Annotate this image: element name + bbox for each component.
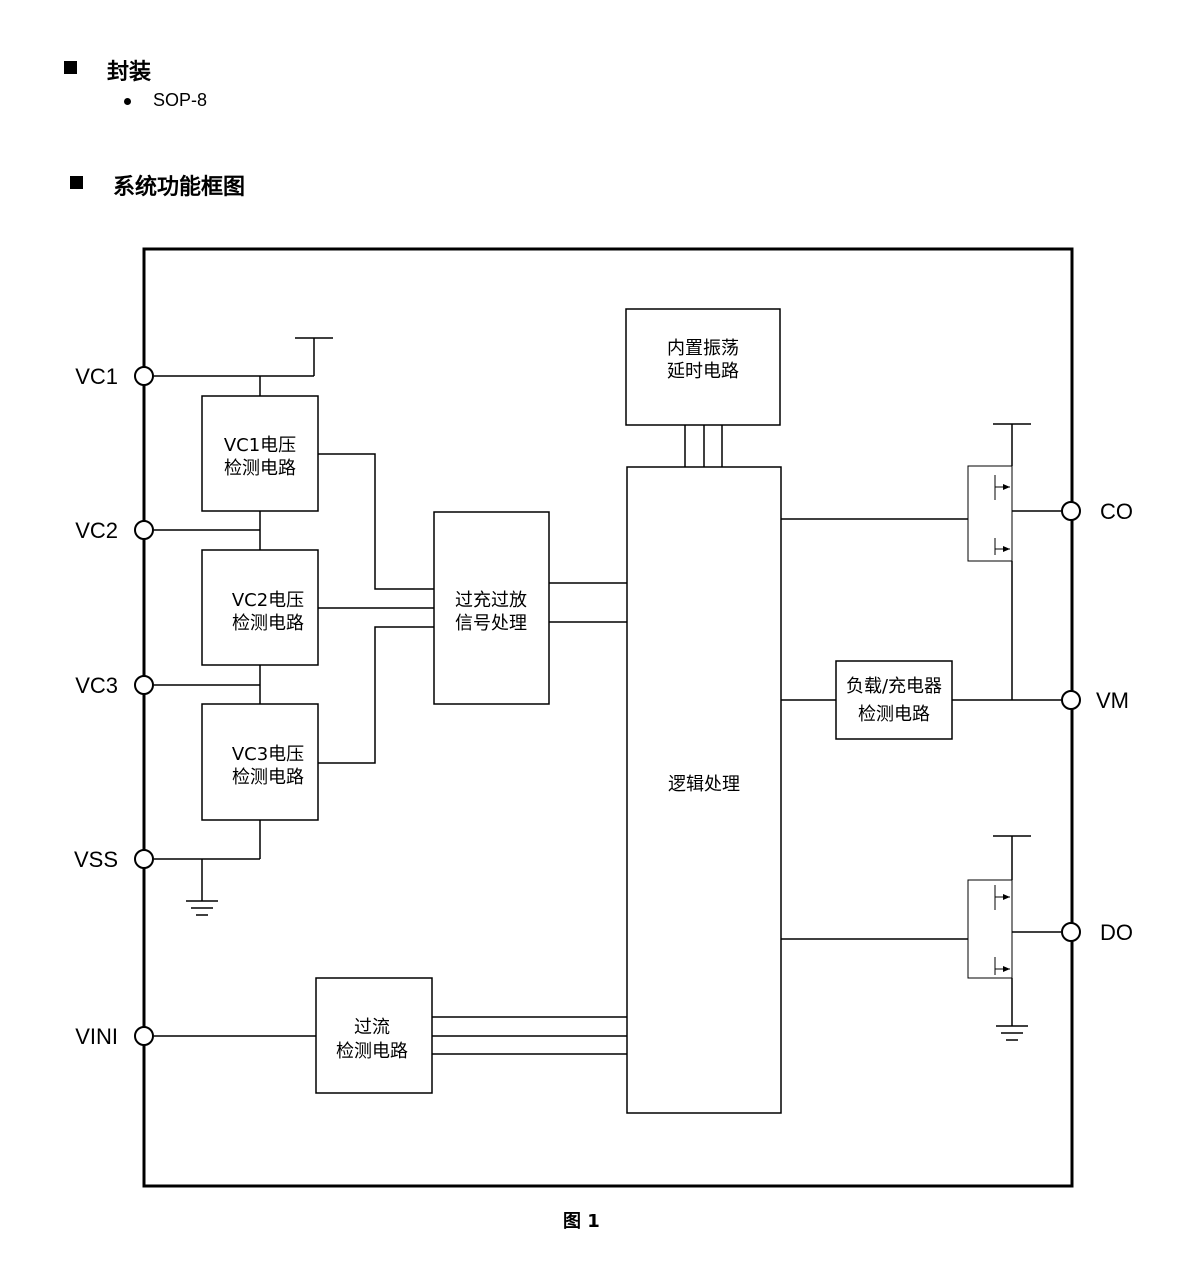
pin-vc3-terminal <box>134 675 154 695</box>
vc2-detect-label-line1: VC2电压 <box>232 590 304 611</box>
block-diagram-heading: 系统功能框图 <box>113 175 246 200</box>
pin-vm-terminal <box>1061 690 1081 710</box>
pin-vss-label: VSS <box>74 847 118 872</box>
pin-do-terminal <box>1061 922 1081 942</box>
signal-processing-block <box>433 511 550 705</box>
vc2-detect-label-line2: 检测电路 <box>232 613 304 634</box>
vc3-detect-label-line1: VC3电压 <box>232 744 304 765</box>
pin-do-label: DO <box>1100 920 1133 945</box>
signal-processing-label-line2: 信号处理 <box>455 613 527 634</box>
section-bullet-square <box>70 176 83 189</box>
logic-block <box>626 466 782 1114</box>
logic-label: 逻辑处理 <box>668 774 740 795</box>
pin-vc2-label: VC2 <box>75 518 118 543</box>
section-bullet-square <box>64 61 77 74</box>
overcurrent-label-line1: 过流 <box>354 1017 390 1038</box>
pin-vc1-terminal <box>134 366 154 386</box>
list-bullet-dot <box>124 98 131 105</box>
signal-processing-label-line1: 过充过放 <box>455 590 527 611</box>
load-detect-label-line1: 负载/充电器 <box>846 676 942 697</box>
package-item: SOP-8 <box>153 90 208 110</box>
pin-vss-terminal <box>134 849 154 869</box>
vc1-detect-label-line2: 检测电路 <box>224 458 296 479</box>
oscillator-label-line1: 内置振荡 <box>667 338 739 359</box>
pin-vc1-label: VC1 <box>75 364 118 389</box>
package-heading: 封装 <box>107 60 152 85</box>
figure-caption: 图 1 <box>563 1211 600 1232</box>
chip-outline <box>142 247 1074 1188</box>
pin-vc3-label: VC3 <box>75 673 118 698</box>
pin-vini-terminal <box>134 1026 154 1046</box>
oscillator-block <box>625 308 781 426</box>
oscillator-label-line2: 延时电路 <box>667 361 739 382</box>
load-detect-label-line2: 检测电路 <box>858 704 930 725</box>
pin-vini-label: VINI <box>75 1024 118 1049</box>
load-detect-block <box>835 660 953 740</box>
overcurrent-label-line2: 检测电路 <box>336 1041 408 1062</box>
pin-vm-label: VM <box>1096 688 1129 713</box>
vc1-detect-label-line1: VC1电压 <box>224 435 296 456</box>
vc3-detect-label-line2: 检测电路 <box>232 767 304 788</box>
pin-co-label: CO <box>1100 499 1133 524</box>
pin-co-terminal <box>1061 501 1081 521</box>
pin-vc2-terminal <box>134 520 154 540</box>
